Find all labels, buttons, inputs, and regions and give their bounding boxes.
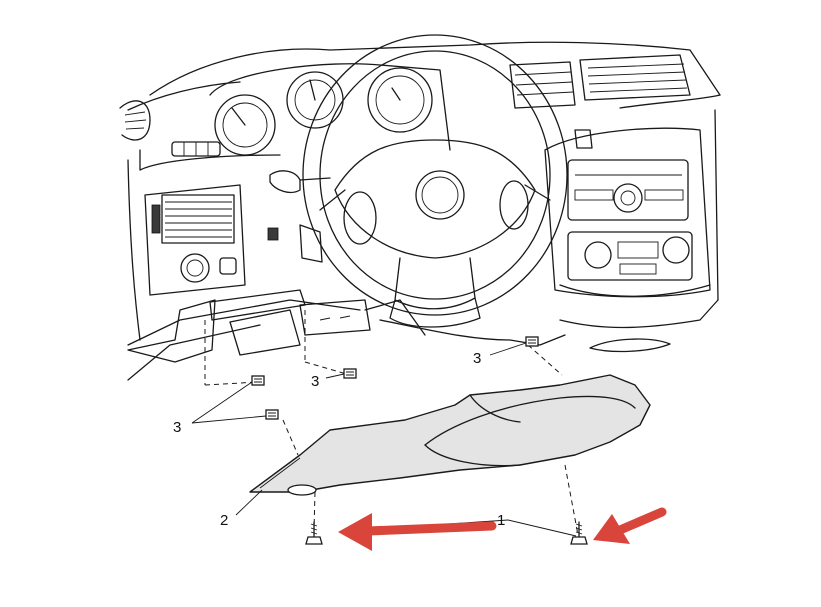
fastener-left — [305, 521, 323, 545]
left-vent-assembly — [144, 184, 279, 296]
callout-3-left: 3 — [173, 419, 181, 436]
instrument-cluster — [171, 63, 451, 157]
callout-1: 1 — [497, 512, 505, 529]
knee-bolster-panel — [249, 374, 651, 496]
fastener-right — [570, 521, 588, 545]
clip-3-upper-left — [251, 375, 265, 386]
clip-3-lower-left — [265, 409, 279, 420]
callout-2: 2 — [220, 512, 228, 529]
knee-bolster-bracket — [127, 289, 566, 363]
steering-wheel — [269, 34, 568, 328]
red-arrow-right — [593, 507, 667, 544]
center-stack-radio — [509, 54, 711, 353]
dashboard-outline — [119, 41, 721, 381]
callout-3-center: 3 — [311, 373, 319, 390]
clip-3-center — [343, 368, 357, 379]
red-arrow-left — [338, 513, 497, 551]
clip-3-right — [525, 336, 539, 347]
callout-3-right: 3 — [473, 350, 481, 367]
